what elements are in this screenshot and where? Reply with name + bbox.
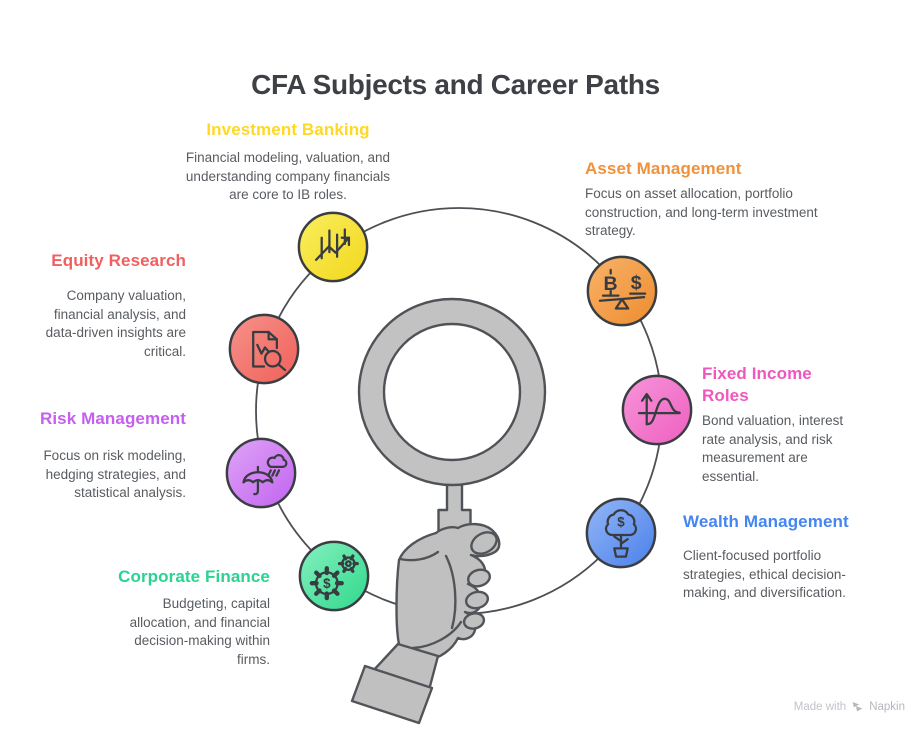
balance-scale-icon: B $ bbox=[585, 254, 659, 328]
node-description: Focus on risk modeling, hedging strategi… bbox=[43, 448, 186, 500]
watermark-prefix: Made with bbox=[793, 700, 847, 713]
napkin-logo-icon bbox=[852, 702, 863, 712]
node-description: Financial modeling, valuation, and under… bbox=[185, 150, 391, 202]
node-label: Risk Management bbox=[39, 409, 186, 428]
node-label: Wealth Management bbox=[683, 512, 849, 531]
node-fixed-income: Fixed Income Roles Bond valuation, inter… bbox=[702, 363, 860, 486]
svg-text:$: $ bbox=[631, 272, 642, 294]
node-risk-management: Risk Management Focus on risk modeling, … bbox=[21, 408, 186, 503]
node-label: Investment Banking bbox=[206, 120, 370, 139]
node-description: Bond valuation, interest rate analysis, … bbox=[702, 413, 844, 484]
node-label: Fixed Income Roles bbox=[702, 364, 812, 405]
node-asset-management: Asset Management Focus on asset allocati… bbox=[585, 158, 819, 241]
node-description: Company valuation, financial analysis, a… bbox=[45, 288, 186, 359]
node-label: Asset Management bbox=[585, 159, 742, 178]
node-investment-banking: Investment Banking Financial modeling, v… bbox=[185, 119, 391, 205]
growth-chart-icon bbox=[296, 210, 370, 284]
node-description: Budgeting, capital allocation, and finan… bbox=[129, 596, 270, 667]
node-description: Client-focused portfolio strategies, eth… bbox=[683, 548, 846, 600]
umbrella-rain-icon bbox=[224, 436, 298, 510]
node-equity-research: Equity Research Company valuation, finan… bbox=[28, 250, 186, 361]
node-label: Corporate Finance bbox=[118, 567, 270, 586]
watermark-brand: Napkin bbox=[869, 700, 905, 713]
svg-text:$: $ bbox=[323, 576, 331, 591]
watermark: Made with Napkin bbox=[794, 700, 905, 713]
money-tree-icon: $ bbox=[584, 496, 658, 570]
node-label: Equity Research bbox=[51, 251, 186, 270]
svg-text:B: B bbox=[604, 273, 618, 295]
yield-curve-icon bbox=[620, 373, 694, 447]
hand bbox=[350, 522, 501, 725]
page-title: CFA Subjects and Career Paths bbox=[251, 68, 660, 100]
document-analysis-icon bbox=[227, 312, 301, 386]
node-corporate-finance: Corporate Finance Budgeting, capital all… bbox=[102, 566, 270, 669]
node-wealth-management: Wealth Management Client-focused portfol… bbox=[683, 511, 879, 603]
gears-dollar-icon: $ bbox=[297, 539, 371, 613]
svg-text:$: $ bbox=[617, 514, 625, 529]
node-description: Focus on asset allocation, portfolio con… bbox=[585, 186, 818, 238]
